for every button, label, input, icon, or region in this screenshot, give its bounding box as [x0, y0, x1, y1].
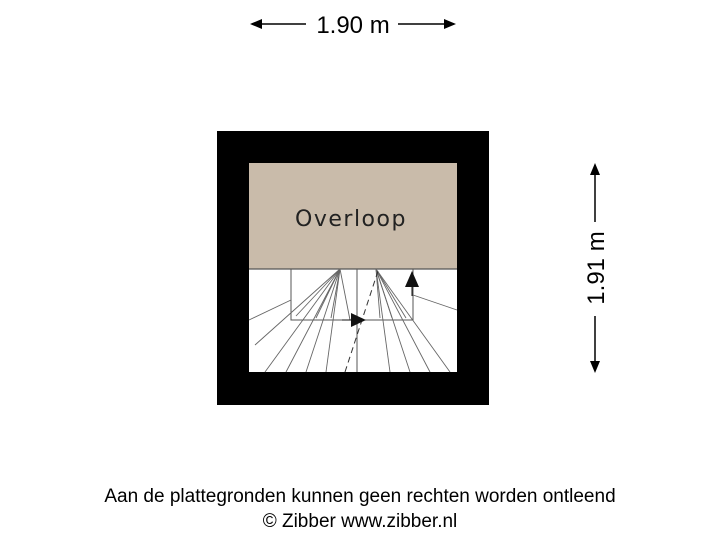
room-label: Overloop [295, 207, 407, 232]
width-arrow-right [444, 19, 456, 29]
copyright-text: © Zibber www.zibber.nl [262, 511, 458, 532]
stair-treads-left [248, 268, 351, 373]
height-arrow-top [590, 163, 600, 175]
disclaimer-text: Aan de plattegronden kunnen geen rechten… [104, 486, 616, 507]
stair-treads-right [375, 268, 458, 373]
staircase [248, 268, 458, 373]
height-label: 1.91 m [583, 231, 610, 304]
room-overloop [249, 163, 457, 269]
height-dimension: 1.91 m [583, 163, 610, 373]
height-arrow-bottom [590, 361, 600, 373]
width-arrow-left [250, 19, 262, 29]
width-label: 1.90 m [316, 12, 389, 39]
stair-direction-arrow-1 [351, 313, 366, 327]
stair-direction-arrow-2 [405, 271, 419, 287]
width-dimension: 1.90 m [250, 12, 456, 39]
